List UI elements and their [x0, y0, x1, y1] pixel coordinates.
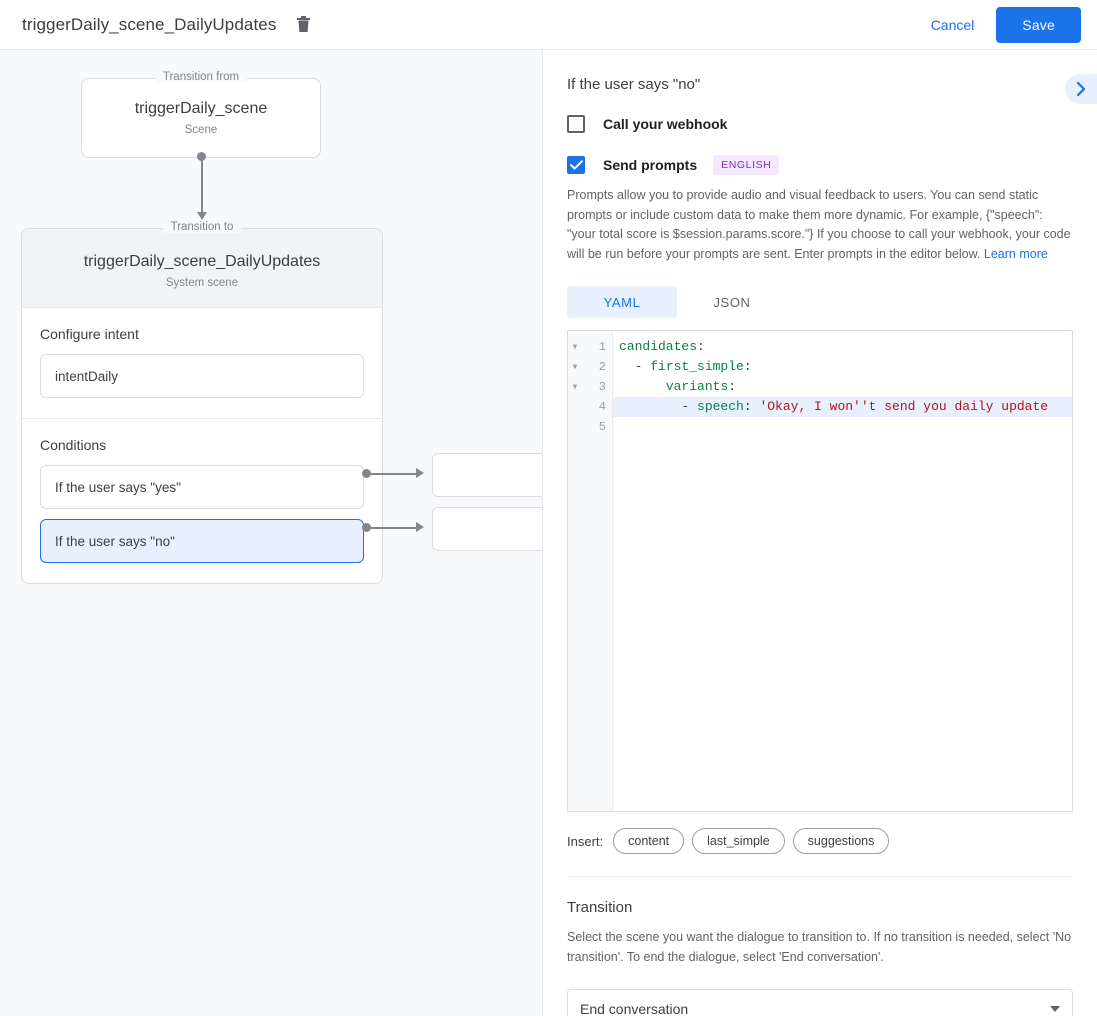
- editor-line-number: 4: [568, 397, 612, 417]
- delete-button[interactable]: [290, 12, 316, 38]
- transition-to-legend: Transition to: [162, 221, 242, 233]
- insert-chip-last-simple[interactable]: last_simple: [692, 828, 785, 854]
- line-number-value: 5: [598, 420, 606, 434]
- target-node-no[interactable]: [432, 507, 542, 551]
- chevron-down-icon: [1050, 1006, 1060, 1012]
- transition-to-card: Transition to triggerDaily_scene_DailyUp…: [21, 221, 383, 584]
- code-token: 'Okay, I won''t send you daily update: [759, 399, 1049, 414]
- send-prompts-row: Send prompts ENGLISH: [567, 155, 1073, 175]
- transition-from-node[interactable]: Transition from triggerDaily_scene Scene: [81, 71, 321, 158]
- code-token: :: [743, 399, 760, 414]
- connector-arrow-yes: [416, 468, 424, 478]
- insert-label: Insert:: [567, 833, 604, 849]
- connector-line-yes: [371, 473, 418, 475]
- send-prompts-label: Send prompts: [603, 157, 698, 173]
- call-webhook-label: Call your webhook: [603, 116, 728, 132]
- webhook-row: Call your webhook: [567, 115, 1073, 133]
- flow-canvas: Transition from triggerDaily_scene Scene…: [0, 50, 542, 1016]
- transition-description: Select the scene you want the dialogue t…: [567, 930, 1072, 964]
- panel-title: If the user says "no": [567, 76, 701, 93]
- collapse-panel-button[interactable]: [1065, 74, 1097, 104]
- connector-line-no: [371, 527, 418, 529]
- call-webhook-checkbox[interactable]: [567, 115, 585, 133]
- connector-arrow-down: [197, 212, 207, 220]
- transition-from-title: triggerDaily_scene: [134, 100, 268, 117]
- transition-to-header[interactable]: Transition to triggerDaily_scene_DailyUp…: [22, 221, 382, 307]
- editor-line-number: ▼3: [568, 377, 612, 397]
- trash-icon: [296, 16, 310, 32]
- insert-row: Insert: content last_simple suggestions: [567, 828, 1073, 854]
- connector-dot-yes: [362, 469, 371, 478]
- panel-body: Call your webhook Send prompts ENGLISH P…: [543, 115, 1097, 877]
- editor-code-line: candidates:: [613, 337, 1072, 357]
- section-divider: [567, 876, 1073, 877]
- transition-from-subtitle: Scene: [184, 124, 218, 136]
- format-tabs: YAML JSON: [567, 286, 1073, 318]
- transition-from-legend: Transition from: [154, 71, 248, 83]
- code-token: -: [619, 359, 651, 374]
- top-bar: triggerDaily_scene_DailyUpdates Cancel S…: [0, 0, 1097, 50]
- language-badge: ENGLISH: [713, 155, 780, 175]
- top-bar-actions: Cancel Save: [917, 6, 1097, 43]
- target-node-yes[interactable]: [432, 453, 542, 497]
- line-number-value: 3: [598, 380, 606, 394]
- conditions-label: Conditions: [40, 437, 107, 453]
- code-token: speech: [697, 399, 744, 414]
- editor-code-area[interactable]: candidates: - first_simple: variants: - …: [613, 331, 1072, 811]
- editor-code-line: - first_simple:: [613, 357, 1072, 377]
- insert-chip-suggestions[interactable]: suggestions: [792, 828, 890, 854]
- prompts-description-text: Prompts allow you to provide audio and v…: [567, 188, 1071, 261]
- editor-line-number: ▼1: [568, 337, 612, 357]
- transition-title: Transition: [567, 899, 633, 916]
- transition-to-subtitle: System scene: [165, 277, 239, 289]
- page-title: triggerDaily_scene_DailyUpdates: [22, 14, 277, 34]
- line-number-value: 4: [598, 400, 606, 414]
- editor-line-number: ▼2: [568, 357, 612, 377]
- chevron-right-icon: [1076, 82, 1086, 96]
- fold-triangle-icon[interactable]: ▼: [572, 382, 578, 392]
- code-token: [619, 379, 666, 394]
- code-token: variants: [665, 379, 729, 394]
- configure-intent-label: Configure intent: [40, 326, 139, 342]
- intent-value-box[interactable]: intentDaily: [40, 354, 364, 398]
- panel-header: If the user says "no": [543, 50, 1097, 93]
- editor-code-line: variants:: [613, 377, 1072, 397]
- line-number-value: 2: [598, 360, 606, 374]
- fold-triangle-icon[interactable]: ▼: [572, 362, 578, 372]
- conditions-section: Conditions If the user says "yes" If the…: [22, 418, 382, 583]
- tab-json[interactable]: JSON: [713, 294, 751, 310]
- detail-panel: If the user says "no" Call your webhook …: [542, 50, 1097, 1016]
- tab-yaml[interactable]: YAML: [567, 286, 677, 318]
- code-token: first_simple: [650, 359, 744, 374]
- cancel-button[interactable]: Cancel: [917, 8, 989, 42]
- condition-item-no[interactable]: If the user says "no": [40, 519, 364, 563]
- transition-section: Transition Select the scene you want the…: [543, 877, 1097, 1016]
- code-token: :: [697, 339, 705, 354]
- code-token: -: [619, 399, 698, 414]
- transition-select-value: End conversation: [580, 1001, 689, 1016]
- editor-code-line: [613, 417, 1072, 437]
- fold-triangle-icon[interactable]: ▼: [572, 342, 578, 352]
- prompts-description: Prompts allow you to provide audio and v…: [567, 186, 1073, 264]
- checkmark-icon: [569, 160, 583, 170]
- send-prompts-checkbox[interactable]: [567, 156, 585, 174]
- editor-code-line: - speech: 'Okay, I won''t send you daily…: [613, 397, 1072, 417]
- save-button[interactable]: Save: [996, 6, 1081, 43]
- learn-more-link[interactable]: Learn more: [983, 246, 1048, 261]
- transition-to-title: triggerDaily_scene_DailyUpdates: [83, 253, 321, 270]
- connector-arrow-no: [416, 522, 424, 532]
- configure-intent-section: Configure intent intentDaily: [22, 307, 382, 418]
- connector-dot-no: [362, 523, 371, 532]
- condition-item-yes[interactable]: If the user says "yes": [40, 465, 364, 509]
- connector-line-vertical: [201, 156, 203, 214]
- line-number-value: 1: [598, 340, 606, 354]
- editor-line-number: 5: [568, 417, 612, 437]
- transition-select[interactable]: End conversation: [567, 989, 1073, 1016]
- code-token: :: [743, 359, 752, 374]
- insert-chip-content[interactable]: content: [613, 828, 685, 854]
- code-token: :: [728, 379, 737, 394]
- code-token: candidates: [619, 339, 698, 354]
